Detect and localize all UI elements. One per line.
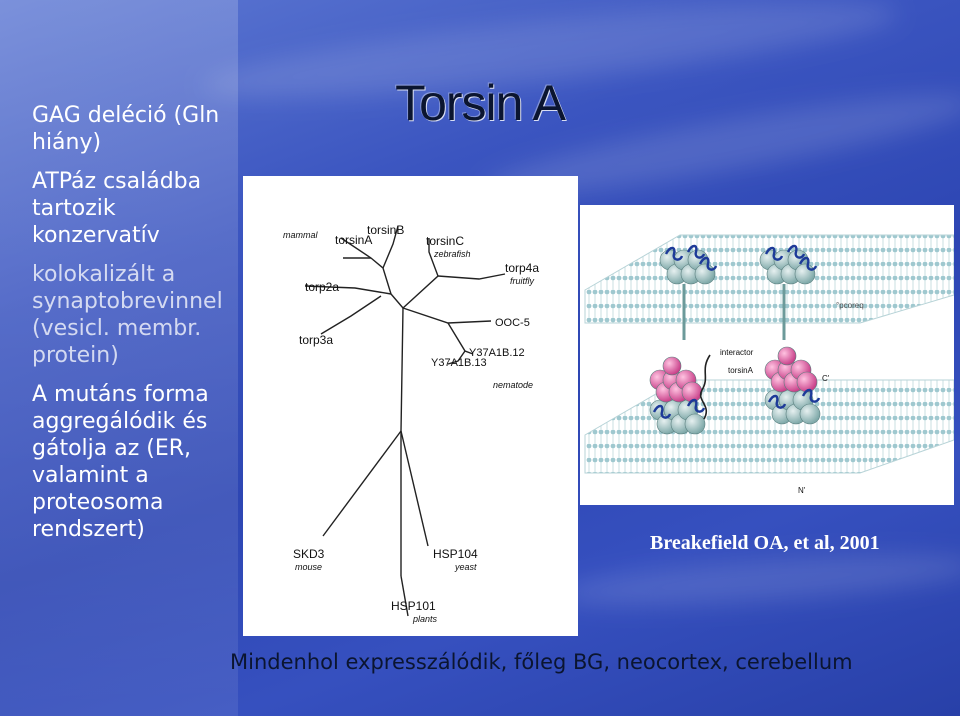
protein-subunit	[799, 403, 821, 425]
protein-subunit	[662, 356, 682, 376]
label-torsinb: torsinB	[367, 223, 404, 237]
label-torp2a: torp2a	[305, 280, 339, 294]
label-hsp101: HSP101	[391, 599, 436, 613]
membrane-figure: interactor torsinA C' N' °pcoreq	[580, 205, 955, 505]
membrane-diagram-icon: interactor torsinA C' N' °pcoreq	[584, 234, 955, 495]
label-torp3a: torp3a	[299, 333, 333, 347]
label-zebrafish: zebrafish	[433, 249, 471, 259]
tree-branches	[304, 225, 506, 617]
slide-title: Torsin A	[395, 75, 566, 131]
protein-loop	[652, 404, 672, 419]
phylogenetic-tree-figure: mammal torsinA torsinB torsinC zebrafish…	[243, 176, 578, 636]
protein-loop	[786, 244, 806, 259]
citation: Breakefield OA, et al, 2001	[650, 532, 880, 554]
label-y37a1b13: Y37A1B.13	[431, 357, 487, 369]
label-n-terminus: N'	[798, 486, 806, 495]
protein-loop	[767, 394, 787, 409]
protein-loop	[798, 256, 818, 271]
protein-loop	[686, 398, 706, 413]
label-yeast: yeast	[454, 562, 477, 572]
hexamer-group	[649, 244, 821, 435]
label-hsp104: HSP104	[433, 547, 478, 561]
label-y37a1b12: Y37A1B.12	[469, 347, 525, 359]
label-mammal: mammal	[283, 230, 319, 240]
label-interactor: interactor	[720, 348, 754, 357]
label-torp4a: torp4a	[505, 261, 539, 275]
label-skd3: SKD3	[293, 547, 325, 561]
bullet-gag-deletion: GAG deléció (Gln hiány)	[32, 103, 220, 155]
bullet-mutant-aggregation: A mutáns forma aggregálódik és gátolja a…	[32, 382, 209, 542]
interactor-line	[699, 354, 711, 420]
protein-subunit	[796, 371, 818, 393]
left-text-panel	[0, 0, 238, 716]
label-plants: plants	[412, 614, 438, 624]
label-nematode: nematode	[493, 380, 533, 390]
label-c-terminus: C'	[822, 374, 830, 383]
footer-note: Mindenhol expresszálódik, főleg BG, neoc…	[230, 650, 853, 674]
label-torsina: torsinA	[728, 366, 754, 375]
label-ooc5: OOC-5	[495, 317, 530, 329]
label-mouse: mouse	[295, 562, 322, 572]
protein-loop	[664, 246, 684, 261]
light-streak	[559, 545, 960, 615]
bullet-atpase-family: ATPáz családba tartozik konzervatív	[32, 169, 202, 248]
protein-subunit	[694, 263, 716, 285]
protein-loop	[698, 256, 718, 271]
protein-loop	[764, 246, 784, 261]
bullet-colocalization: kolokalizált a synaptobrevinnel (vesicl.…	[32, 262, 223, 368]
protein-subunit	[681, 381, 703, 403]
bullet-list: GAG deléció (Gln hiány) ATPáz családba t…	[32, 102, 242, 555]
phylogenetic-tree-icon: mammal torsinA torsinB torsinC zebrafish…	[283, 223, 539, 624]
protein-subunit	[794, 263, 816, 285]
protein-loop	[686, 244, 706, 259]
label-torsina: torsinA	[335, 233, 372, 247]
protein-subunit	[777, 346, 797, 366]
label-upper-corner: °pcoreq	[836, 301, 864, 310]
label-fruitfly: fruitfly	[510, 276, 535, 286]
protein-loop	[801, 388, 821, 403]
label-torsinc: torsinC	[426, 234, 464, 248]
protein-subunit	[684, 413, 706, 435]
